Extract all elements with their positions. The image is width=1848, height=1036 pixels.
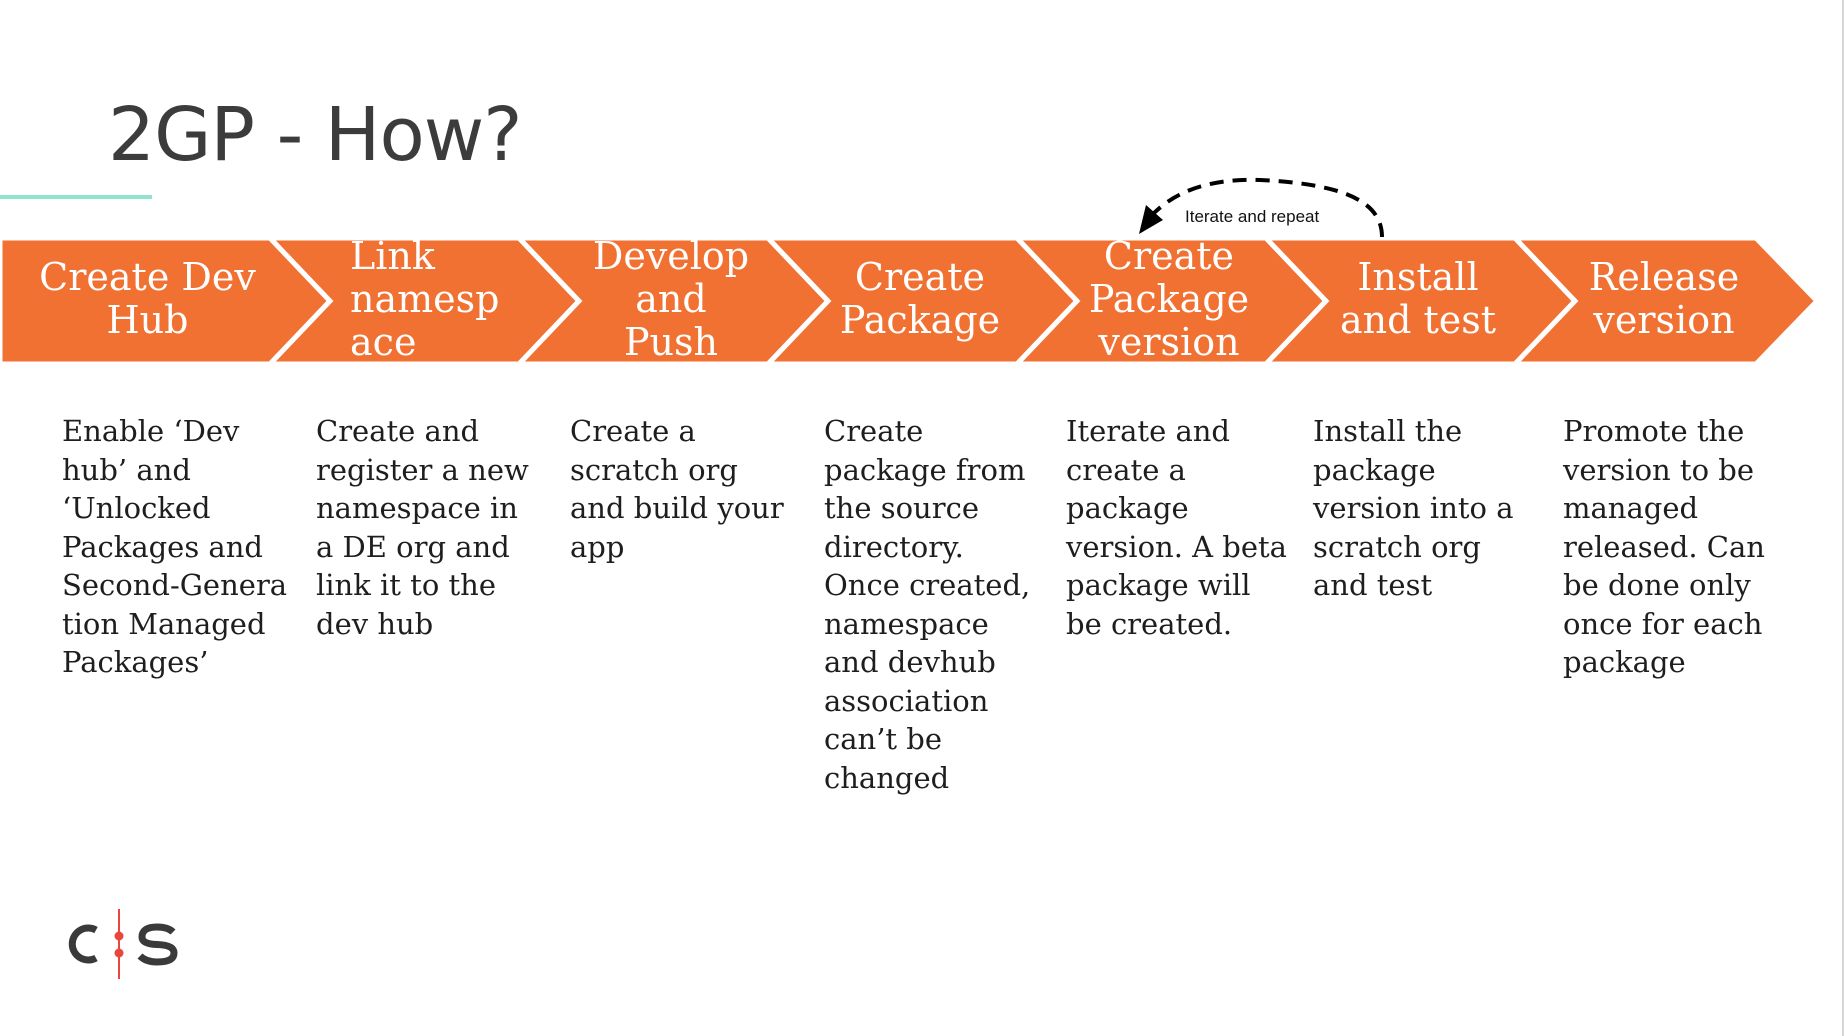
iterate-loop-arrow xyxy=(1139,177,1384,238)
step-3-description: Create a scratch org and build your app xyxy=(570,414,784,564)
step-5-description: Iterate and create a package version. A … xyxy=(1066,414,1287,641)
step-1-description: Enable ‘Dev hub’ and ‘Unlocked Packages … xyxy=(62,414,288,679)
slide-right-edge xyxy=(1842,0,1844,1036)
step-2-description: Create and register a new namespace in a… xyxy=(316,414,529,641)
chevron-step-7 xyxy=(1509,235,1821,367)
step-6-description: Install the package version into a scrat… xyxy=(1313,414,1514,602)
cs-logo xyxy=(68,909,178,979)
iterate-loop-label: Iterate and repeat xyxy=(1185,207,1320,226)
process-chevron-bar xyxy=(0,235,1821,367)
slide-title: 2GP - How? xyxy=(108,92,523,178)
step-7-description: Promote the version to be managed releas… xyxy=(1563,414,1765,679)
step-4-description: Create package from the source directory… xyxy=(824,414,1031,795)
title-underline xyxy=(0,195,152,199)
